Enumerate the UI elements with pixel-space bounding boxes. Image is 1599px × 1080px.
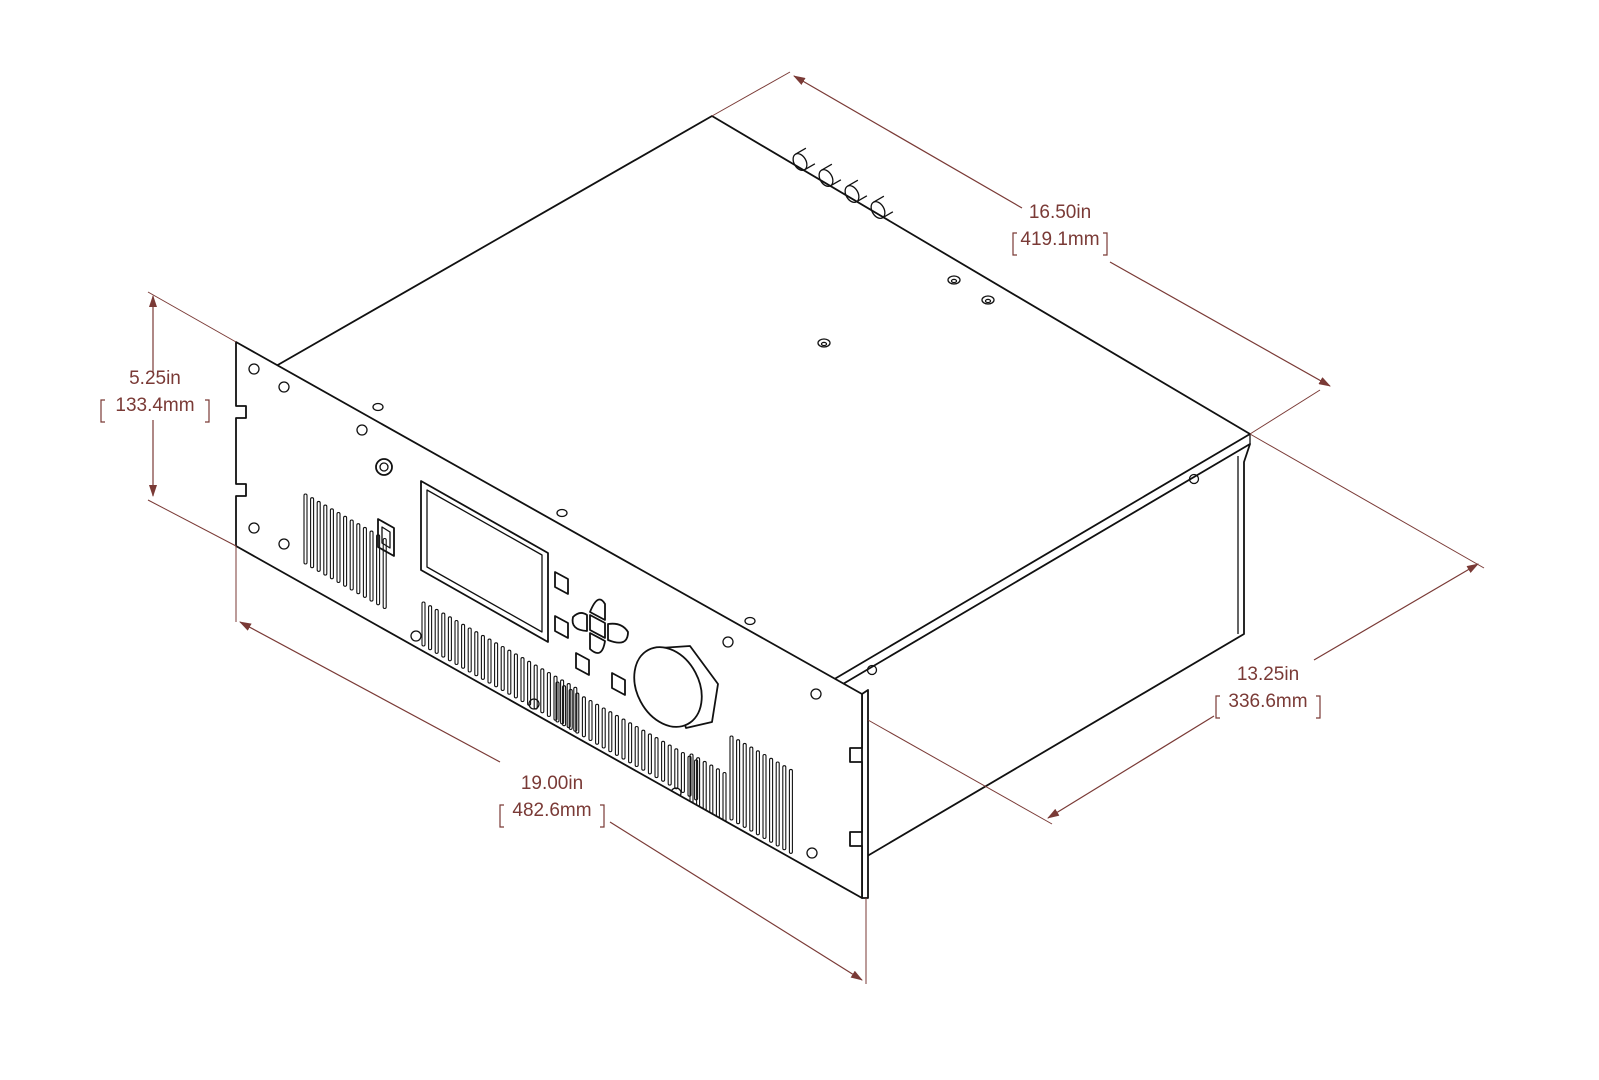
vent-slot: [762, 753, 767, 840]
vent-slot: [434, 608, 439, 654]
vent-slot: [546, 671, 551, 718]
vent-slot: [595, 703, 600, 745]
top-screws: [372, 275, 995, 626]
vent-slot: [520, 657, 525, 703]
vent-slot: [441, 612, 446, 658]
vent-slot: [329, 508, 334, 580]
vent-slot: [480, 634, 485, 680]
vent-slot: [527, 660, 532, 706]
vent-slot: [555, 681, 560, 723]
vent-slot: [775, 761, 780, 847]
vent-slot: [310, 497, 315, 569]
side-screw: [866, 664, 878, 676]
dimension-height: 5.25in 133.4mm: [100, 291, 237, 547]
vent-slot: [323, 504, 328, 576]
panel-face: [235, 341, 863, 899]
vent-slot: [533, 664, 538, 710]
height-imperial: 5.25in: [129, 368, 181, 389]
vent-slot: [634, 725, 639, 768]
vent-slot: [349, 519, 354, 591]
vent-slot: [316, 500, 321, 572]
vent-slot: [474, 631, 479, 677]
vent-slot: [461, 623, 466, 669]
vent-slot: [343, 515, 348, 587]
vent-slot: [369, 530, 374, 602]
width-metric: 482.6mm: [512, 800, 591, 821]
vent-slot: [467, 627, 472, 673]
vent-slot: [749, 746, 754, 832]
vent-slot: [674, 748, 679, 790]
vent-slot: [568, 688, 573, 730]
vent-slot: [487, 638, 492, 684]
vent-slot: [447, 616, 452, 662]
vent-slot: [755, 750, 760, 836]
vent-slot: [608, 711, 613, 753]
vent-slot: [614, 714, 619, 756]
vent-slot: [421, 601, 426, 647]
vent-slot: [428, 605, 433, 651]
vent-slot: [729, 735, 734, 821]
jack-icon: [375, 458, 393, 476]
vent-slot: [356, 523, 361, 595]
vent-slot: [667, 744, 672, 786]
dimension-width: 19.00in 482.6mm: [235, 546, 867, 984]
width-imperial: 19.00in: [521, 773, 583, 794]
vent-slot: [621, 718, 626, 760]
vent-slot: [500, 645, 505, 692]
vent-slot: [336, 511, 341, 584]
front-panel: [235, 341, 869, 899]
vent-slot: [736, 739, 741, 825]
vent-slot: [562, 685, 567, 727]
vent-slot: [376, 534, 381, 606]
vent-slots: [303, 493, 793, 854]
side-screw: [1188, 473, 1200, 485]
depth-imperial: 16.50in: [1029, 202, 1091, 223]
panel-buttons: [554, 571, 626, 696]
vent-slot: [601, 707, 606, 749]
vent-slot: [742, 742, 747, 828]
vent-slot: [788, 768, 793, 854]
vent-slot: [303, 493, 308, 565]
vent-slot: [382, 537, 387, 610]
height-metric: 133.4mm: [115, 395, 194, 416]
vent-slot: [782, 765, 787, 851]
direction-pad-icon: [571, 598, 629, 654]
chassis: [275, 115, 1251, 879]
dimension-depth: 16.50in 419.1mm: [711, 71, 1331, 435]
rear-connectors: [792, 147, 894, 220]
vent-slot: [588, 699, 593, 742]
chassis-depth-metric: 336.6mm: [1228, 691, 1307, 712]
vent-slot: [454, 619, 459, 666]
vent-slot: [680, 751, 685, 794]
vent-slot: [540, 668, 545, 714]
vent-slot: [661, 740, 666, 782]
vent-slot: [628, 722, 633, 764]
lcd-screen-icon: [420, 480, 549, 643]
vent-slot: [513, 653, 518, 699]
power-switch-icon: [377, 518, 395, 557]
vent-slot: [507, 649, 512, 695]
chassis-depth-imperial: 13.25in: [1237, 664, 1299, 685]
dimension-chassis-depth: 13.25in 336.6mm: [867, 433, 1485, 825]
vent-slot: [581, 696, 586, 738]
depth-metric: 419.1mm: [1020, 229, 1099, 250]
rotary-knob-icon: [633, 645, 719, 729]
vent-slot: [362, 526, 367, 598]
vent-slot: [654, 737, 659, 779]
vent-slot: [641, 729, 646, 771]
vent-slot: [575, 692, 580, 734]
vent-slot: [769, 757, 774, 843]
vent-slot: [494, 642, 499, 688]
vent-slot: [647, 733, 652, 775]
